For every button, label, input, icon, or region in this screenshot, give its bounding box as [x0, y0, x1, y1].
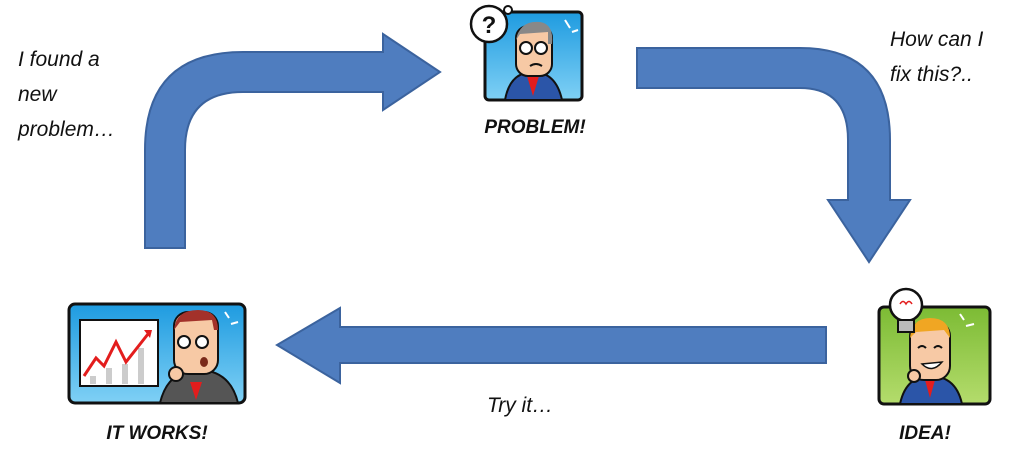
caption-found-problem: I found a new problem…: [18, 42, 115, 147]
question-mark: ?: [482, 12, 497, 39]
arrow-to-idea: [636, 47, 912, 264]
caption-try-it: Try it…: [486, 394, 554, 417]
caption-how-fix: How can I fix this?..: [890, 22, 983, 92]
arrow-to-it-works: [275, 306, 827, 385]
label-it-works: IT WORKS!: [106, 423, 208, 444]
arrow-to-problem: [144, 32, 442, 249]
caption-line: problem…: [18, 118, 115, 141]
man-rising-chart-icon: [67, 302, 247, 405]
caption-line: I found a: [18, 48, 100, 71]
caption-line: new: [18, 83, 57, 106]
caption-line: How can I: [890, 28, 984, 51]
caption-line: fix this?..: [890, 63, 973, 86]
confused-man-question-icon: ?: [469, 4, 584, 102]
man-lightbulb-icon: [877, 287, 992, 406]
label-idea: IDEA!: [899, 423, 951, 444]
label-problem: PROBLEM!: [484, 117, 586, 138]
